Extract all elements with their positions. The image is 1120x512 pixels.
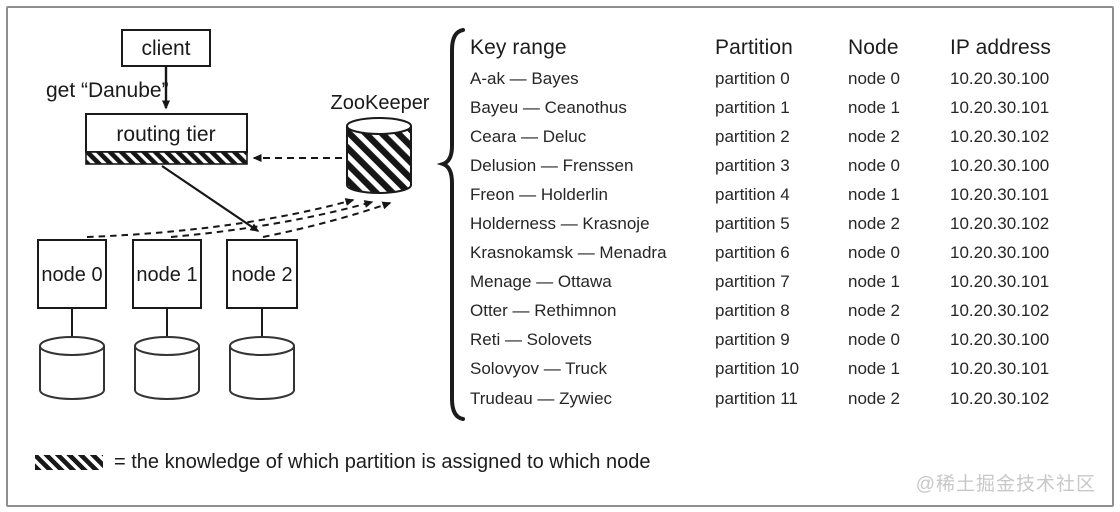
zookeeper-label: ZooKeeper xyxy=(331,92,430,114)
node2-disk-cylinder-icon xyxy=(229,336,295,400)
zookeeper-cylinder-icon: ZooKeeper xyxy=(331,92,430,194)
table-row: Freon — Holderlin partition 4 node 1 10.20.… xyxy=(470,180,1074,209)
table-row: Holderness — Krasnoje partition 5 node 2 10… xyxy=(470,209,1074,238)
cell-key-range: Trudeau — Zywiec xyxy=(470,388,613,408)
partition-routing-diagram: client get “Danube” routing tier ZooKeep… xyxy=(37,28,465,421)
node1-group: node 1 xyxy=(132,239,202,400)
cell-ip-address: 10.20.30.102 xyxy=(950,214,1050,234)
node2-to-zookeeper-arrow xyxy=(262,201,392,238)
node1-to-zookeeper-arrow xyxy=(170,200,374,238)
cell-partition: partition 3 xyxy=(715,155,790,175)
table-row: Trudeau — Zywiec partition 11 node 2 10.20.… xyxy=(470,384,1074,413)
routing-tier-label: routing tier xyxy=(116,123,215,146)
node2-label: node 2 xyxy=(231,264,292,286)
cell-ip-address: 10.20.30.100 xyxy=(950,330,1050,350)
knowledge-bar-icon xyxy=(85,151,248,165)
client-label: client xyxy=(141,37,190,60)
node0-disk-cylinder-icon xyxy=(39,336,105,400)
cell-key-range: Menage — Ottawa xyxy=(470,272,612,292)
cell-key-range: Reti — Solovets xyxy=(470,330,592,350)
cell-node: node 1 xyxy=(848,184,900,204)
cell-ip-address: 10.20.30.100 xyxy=(950,243,1050,263)
legend-text: = the knowledge of which partition is as… xyxy=(114,451,651,473)
table-row: Otter — Rethimnon partition 8 node 2 10.20.… xyxy=(470,297,1074,326)
cell-partition: partition 0 xyxy=(715,68,790,88)
hatch-swatch-icon xyxy=(35,455,103,470)
cell-node: node 1 xyxy=(848,272,900,292)
cell-partition: partition 9 xyxy=(715,330,790,350)
routing-tier-box: routing tier xyxy=(85,113,248,165)
cell-partition: partition 10 xyxy=(715,359,800,379)
cell-partition: partition 2 xyxy=(715,126,790,146)
client-box: client xyxy=(121,29,211,67)
table-row: A-ak — Bayes partition 0 node 0 10.20.30.10… xyxy=(470,64,1074,93)
watermark: @稀土掘金技术社区 xyxy=(915,474,1096,495)
cell-node: node 2 xyxy=(848,388,900,408)
table-row: Reti — Solovets partition 9 node 0 10.20.30… xyxy=(470,326,1074,355)
node1-disk-cylinder-icon xyxy=(134,336,200,400)
header-node: Node xyxy=(848,36,899,59)
table-row: Krasnokamsk — Menadra partition 6 node 0 10… xyxy=(470,239,1074,268)
partition-assignment-table: Key range Partition Node IP address A-ak… xyxy=(470,32,1074,413)
cell-node: node 0 xyxy=(848,243,900,263)
cell-ip-address: 10.20.30.102 xyxy=(950,301,1050,321)
cell-ip-address: 10.20.30.102 xyxy=(950,388,1050,408)
cell-ip-address: 10.20.30.100 xyxy=(950,68,1050,88)
table-row: Ceara — Deluc partition 2 node 2 10.20.30.1… xyxy=(470,122,1074,151)
cell-partition: partition 5 xyxy=(715,214,790,234)
table-row: Solovyov — Truck partition 10 node 1 10.20.… xyxy=(470,355,1074,384)
cell-key-range: Ceara — Deluc xyxy=(470,126,587,146)
cell-key-range: Krasnokamsk — Menadra xyxy=(470,243,667,263)
header-ip-address: IP address xyxy=(950,36,1052,59)
cell-ip-address: 10.20.30.101 xyxy=(950,359,1050,379)
cell-node: node 0 xyxy=(848,68,900,88)
cell-partition: partition 7 xyxy=(715,272,790,292)
cell-ip-address: 10.20.30.101 xyxy=(950,97,1050,117)
table-body: A-ak — Bayes partition 0 node 0 10.20.30.10… xyxy=(470,64,1074,413)
node0-group: node 0 xyxy=(37,239,107,400)
header-key-range: Key range xyxy=(470,36,567,59)
legend: = the knowledge of which partition is as… xyxy=(35,451,650,474)
cell-ip-address: 10.20.30.101 xyxy=(950,272,1050,292)
cell-key-range: Solovyov — Truck xyxy=(470,359,607,379)
brace-icon xyxy=(436,28,465,421)
routing-to-node2-arrow xyxy=(161,165,260,232)
table-header-row: Key range Partition Node IP address xyxy=(470,32,1074,64)
table-row: Delusion — Frenssen partition 3 node 0 10.2… xyxy=(470,151,1074,180)
cell-key-range: Bayeu — Ceanothus xyxy=(470,97,627,117)
cell-ip-address: 10.20.30.100 xyxy=(950,155,1050,175)
node2-group: node 2 xyxy=(226,239,298,400)
cell-key-range: A-ak — Bayes xyxy=(470,68,579,88)
table-row: Menage — Ottawa partition 7 node 1 10.20.30… xyxy=(470,268,1074,297)
cell-node: node 1 xyxy=(848,97,900,117)
cell-ip-address: 10.20.30.102 xyxy=(950,126,1050,146)
cell-key-range: Delusion — Frenssen xyxy=(470,155,634,175)
cell-node: node 0 xyxy=(848,155,900,175)
cell-node: node 1 xyxy=(848,359,900,379)
node1-label: node 1 xyxy=(136,264,197,286)
request-label: get “Danube” xyxy=(46,79,169,102)
cell-node: node 0 xyxy=(848,330,900,350)
cell-node: node 2 xyxy=(848,301,900,321)
cell-key-range: Freon — Holderlin xyxy=(470,184,608,204)
cell-node: node 2 xyxy=(848,214,900,234)
table-row: Bayeu — Ceanothus partition 1 node 1 10.20.… xyxy=(470,93,1074,122)
cell-key-range: Holderness — Krasnoje xyxy=(470,214,650,234)
cell-partition: partition 8 xyxy=(715,301,790,321)
cell-partition: partition 6 xyxy=(715,243,790,263)
header-partition: Partition xyxy=(715,36,793,59)
node0-label: node 0 xyxy=(41,264,102,286)
cell-node: node 2 xyxy=(848,126,900,146)
cell-key-range: Otter — Rethimnon xyxy=(470,301,617,321)
node0-to-zookeeper-arrow xyxy=(86,198,355,238)
cell-partition: partition 4 xyxy=(715,184,790,204)
cell-partition: partition 11 xyxy=(715,388,798,408)
cell-partition: partition 1 xyxy=(715,97,790,117)
cell-ip-address: 10.20.30.101 xyxy=(950,184,1050,204)
